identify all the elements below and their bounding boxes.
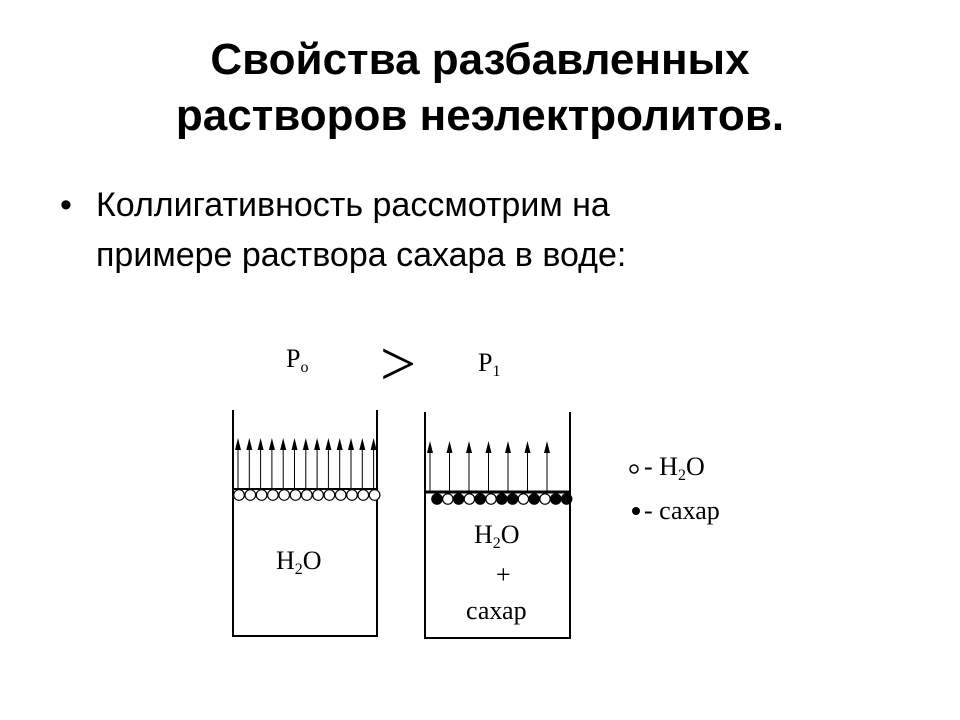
left-vapor-arrows [235,438,377,489]
water-molecule [267,489,279,501]
vapor-arrow [524,441,531,492]
sugar-molecule [431,493,443,505]
vapor-arrow [257,438,264,489]
water-molecule [357,489,370,501]
vapor-arrow [348,438,354,489]
right-vapor-arrows [427,441,550,492]
greater-than-sign: > [380,328,417,399]
vapor-arrow [544,441,550,492]
bullet-text: Коллигативность рассмотрим на примере ра… [96,180,896,280]
legend-water: - H2O [644,452,705,484]
vapor-arrow [291,438,298,489]
sugar-molecule [452,493,465,505]
water-molecule [233,489,245,501]
vapor-arrow [370,438,377,489]
vapor-arrow [314,438,321,489]
water-molecule [312,489,325,501]
vapor-arrow [268,438,275,489]
left-beaker-label: H2O [276,546,322,578]
water-molecule [441,493,454,505]
water-molecule [539,493,551,505]
title-line-2: растворов неэлектролитов. [175,91,785,140]
sugar-molecule [549,493,562,505]
right-beaker-label-water: H2O [474,520,520,552]
water-molecule [334,489,347,501]
filled-circle-icon [632,507,640,515]
left-beaker [232,410,378,637]
vapor-arrow [446,441,453,492]
vapor-arrow [246,438,253,489]
vapor-arrow [466,441,472,492]
slide-title: Свойства разбавленных растворов неэлектр… [0,32,960,144]
vapor-arrow [359,438,366,489]
vapor-arrow [280,438,287,489]
vapor-arrow [235,438,241,489]
p1-label: P1 [478,348,501,380]
water-molecule [368,489,381,501]
water-molecule [323,489,336,501]
bullet-line-2: примере раствора сахара в воде: [96,236,627,274]
legend-sugar: - сахар [644,496,720,525]
right-mixed-molecules [431,493,573,505]
vapor-arrow [336,438,343,489]
vapor-arrow [485,441,492,492]
water-molecule [289,489,302,501]
p0-label: Po [286,344,309,376]
water-molecule [346,489,358,501]
sugar-molecule [495,493,508,505]
water-molecule [255,489,268,501]
title-line-1: Свойства разбавленных [210,35,750,84]
water-molecule [244,489,257,501]
left-water-molecules [233,489,381,501]
vapor-arrow [505,441,511,492]
sugar-molecule [560,493,573,505]
right-beaker-label-sugar: сахар [466,596,527,625]
right-beaker [424,412,571,639]
open-circle-icon [629,464,639,474]
bullet-line-1: Коллигативность рассмотрим на [96,186,610,224]
sugar-molecule [474,493,486,505]
water-molecule [278,489,291,501]
sugar-molecule [506,493,519,505]
vapor-arrow [302,438,309,489]
bullet-dot-icon: • [60,186,72,224]
sugar-molecule [528,493,540,505]
right-beaker-label-plus: + [496,560,511,589]
vapor-arrow [427,441,433,492]
water-molecule [517,493,530,505]
vapor-arrow [325,438,332,489]
water-molecule [300,489,313,501]
water-molecule [485,493,497,505]
water-molecule [463,493,476,505]
